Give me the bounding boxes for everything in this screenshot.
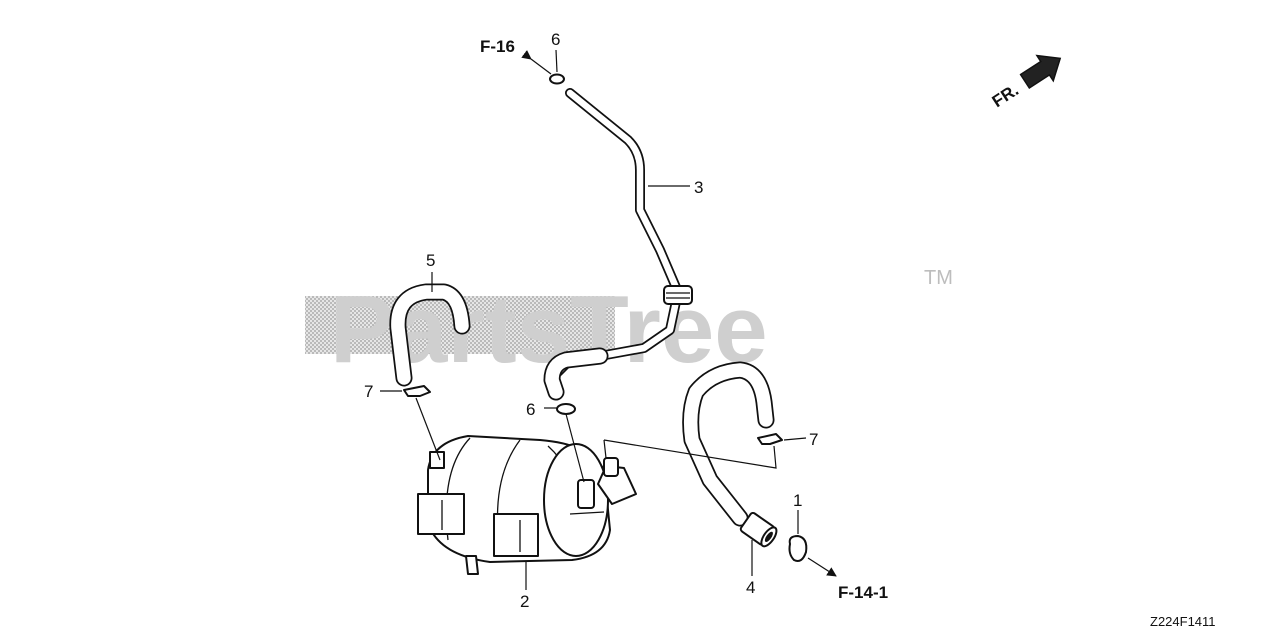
reference-labels: F-16 F-14-1	[480, 37, 888, 602]
canister-port-purge	[577, 479, 595, 509]
callout-3: 3	[694, 178, 703, 197]
leader-lines	[380, 49, 837, 590]
part-5-hose	[389, 283, 471, 387]
callout-7-right: 7	[809, 430, 818, 449]
callout-1: 1	[793, 491, 802, 510]
part-3-breather-pipe	[553, 88, 693, 377]
callout-labels: 6 3 5 7 6 7 1 4 2	[364, 30, 818, 611]
trademark-symbol: TM	[924, 267, 953, 289]
front-direction-label: FR.	[989, 80, 1022, 111]
callout-4: 4	[746, 578, 755, 597]
clamp-7-left	[403, 385, 431, 397]
front-arrow-icon	[1019, 54, 1062, 90]
pipe-joint-ring	[663, 285, 693, 305]
canister-bracket-left	[417, 493, 465, 535]
callout-7-left: 7	[364, 382, 373, 401]
part-2-canister	[417, 435, 637, 575]
callout-6-top: 6	[551, 30, 560, 49]
clamp-7-right	[757, 433, 783, 445]
callout-6-mid: 6	[526, 400, 535, 419]
reference-top: F-16	[480, 37, 515, 56]
callout-5: 5	[426, 251, 435, 270]
canister-end-cap	[543, 443, 609, 557]
clamps	[403, 73, 808, 562]
clamp-1	[788, 535, 808, 562]
clamp-6-top	[549, 73, 565, 85]
figure-code: Z224F1411	[1150, 614, 1216, 629]
front-direction-indicator: FR.	[989, 54, 1062, 111]
clamp-6-mid	[556, 403, 576, 415]
canister-bracket-right	[493, 513, 539, 557]
reference-bottom: F-14-1	[838, 583, 888, 602]
canister-inlet-hose	[543, 347, 609, 401]
part-4-hose	[682, 361, 778, 548]
callout-2: 2	[520, 592, 529, 611]
canister-mount-top	[429, 451, 445, 469]
canister-mount-bottom	[465, 555, 479, 575]
